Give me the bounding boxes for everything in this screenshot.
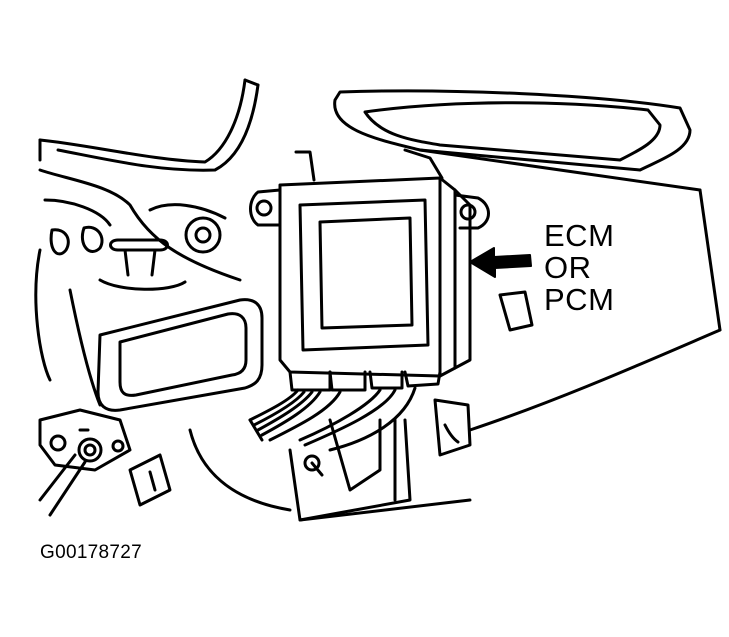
- ecm-module: [251, 150, 489, 376]
- mounting-bracket: [290, 420, 470, 520]
- dash-upper-edge: [40, 80, 258, 170]
- figure-id: G00178727: [40, 542, 143, 563]
- callout-line-2: OR: [544, 250, 592, 285]
- ecm-callout: ECM OR PCM: [544, 220, 614, 316]
- wiring-harness: [250, 372, 440, 450]
- callout-line-1: ECM: [544, 218, 615, 253]
- callout-line-3: PCM: [544, 282, 615, 317]
- control-knob: [40, 410, 130, 515]
- dash-left-face: [36, 170, 240, 405]
- dash-right-panel: [335, 91, 720, 430]
- side-clips: [435, 292, 532, 455]
- arrow-left-icon: [470, 248, 531, 277]
- radio-display: [98, 300, 262, 411]
- lower-clip: [130, 430, 290, 510]
